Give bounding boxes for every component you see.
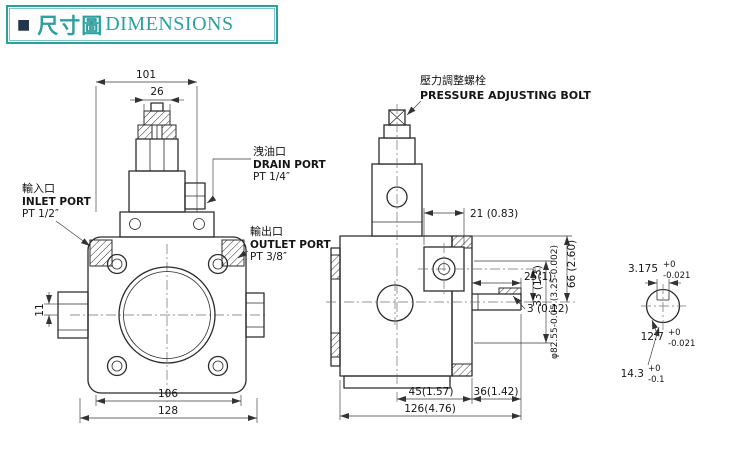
inlet-port-boss — [89, 239, 113, 267]
outlet-label-zh: 輸出口 — [250, 224, 283, 238]
drain-leader-line — [206, 158, 251, 204]
detail-shaft-dia: 12.7 — [641, 331, 664, 343]
dim-top-width: 101 — [136, 69, 156, 81]
side-view-dimensions — [339, 208, 572, 420]
pressure-bolt-leader — [406, 100, 422, 116]
outlet-port-boss — [221, 239, 245, 267]
inlet-label-zh: 輸入口 — [22, 181, 55, 195]
detail-key-height: 14.3 — [621, 368, 644, 380]
front-flange-plate — [330, 247, 341, 367]
outlet-leader-line — [237, 250, 249, 259]
title-bullet-icon: ■ — [17, 16, 31, 33]
dim-center-height: 66 (2.60) — [566, 240, 578, 288]
dim-cap-width: 26 — [150, 86, 164, 98]
dim-shaft-length: 25(1) — [524, 271, 552, 283]
dim-port-height: 33 (1.3) — [532, 265, 544, 307]
drive-shaft — [472, 287, 522, 311]
shaft-detail: 3.175 +0 -0.021 12.7 +0 -0.021 14.3 +0 -… — [621, 260, 696, 385]
inlet-label-en: INLET PORT — [22, 196, 92, 208]
keyway — [656, 291, 670, 301]
detail-key-width: 3.175 — [628, 263, 658, 275]
pressure-valve-tower — [119, 102, 215, 238]
dim-key-section: 3 (0.12) — [527, 303, 569, 315]
side-view-centerlines — [326, 104, 575, 404]
front-view-dimensions — [44, 79, 258, 423]
detail-shaft-dia-tol-upper: +0 — [668, 328, 681, 338]
detail-key-height-tol-upper: +0 — [648, 364, 661, 374]
dim-bottom-right: 36(1.42) — [474, 386, 519, 398]
detail-key-height-tol-lower: -0.1 — [648, 375, 665, 385]
shaft-detail-dimensions — [645, 279, 681, 366]
section-title: ■ 尺寸圖 DIMENSIONS — [6, 5, 278, 44]
dim-overall-length: 126(4.76) — [404, 403, 456, 415]
right-boss — [245, 292, 265, 338]
pressure-bolt-label-en: PRESSURE ADJUSTING BOLT — [420, 89, 591, 102]
dim-pilot-diameter: φ82.55-0.05 (3.25-0.002) — [550, 245, 560, 359]
drain-label-zh: 洩油口 — [253, 144, 286, 158]
side-view: 壓力調整螺栓 PRESSURE ADJUSTING BOLT 21 (0.83)… — [326, 73, 591, 420]
dim-body-width: 128 — [158, 405, 178, 417]
detail-key-width-tol-lower: -0.021 — [663, 271, 690, 281]
detail-shaft-dia-tol-lower: -0.021 — [668, 339, 695, 349]
dim-bottom-left: 45(1.57) — [409, 386, 454, 398]
title-english: DIMENSIONS — [105, 13, 234, 35]
drain-label-en: DRAIN PORT — [253, 159, 327, 171]
inlet-leader-line — [55, 220, 91, 247]
pressure-bolt-label-zh: 壓力調整螺栓 — [420, 73, 486, 87]
drain-label-thread: PT 1/4″ — [253, 171, 290, 183]
dim-port-offset: 21 (0.83) — [470, 208, 518, 220]
dim-bolt-span: 106 — [158, 388, 178, 400]
front-view-centerlines — [70, 244, 268, 402]
inlet-label-thread: PT 1/2″ — [22, 208, 59, 220]
front-view: 101 26 106 128 11 輸入口 INLET PORT PT 1/2″… — [22, 69, 332, 423]
dim-foot-step: 11 — [34, 303, 46, 316]
outlet-label-thread: PT 3/8″ — [250, 251, 287, 263]
outlet-label-en: OUTLET PORT — [250, 239, 332, 251]
rotor-bore-circle — [118, 266, 216, 364]
detail-key-width-tol-upper: +0 — [663, 260, 676, 270]
shaft-key — [498, 287, 522, 295]
title-chinese: 尺寸圖 — [37, 13, 104, 38]
